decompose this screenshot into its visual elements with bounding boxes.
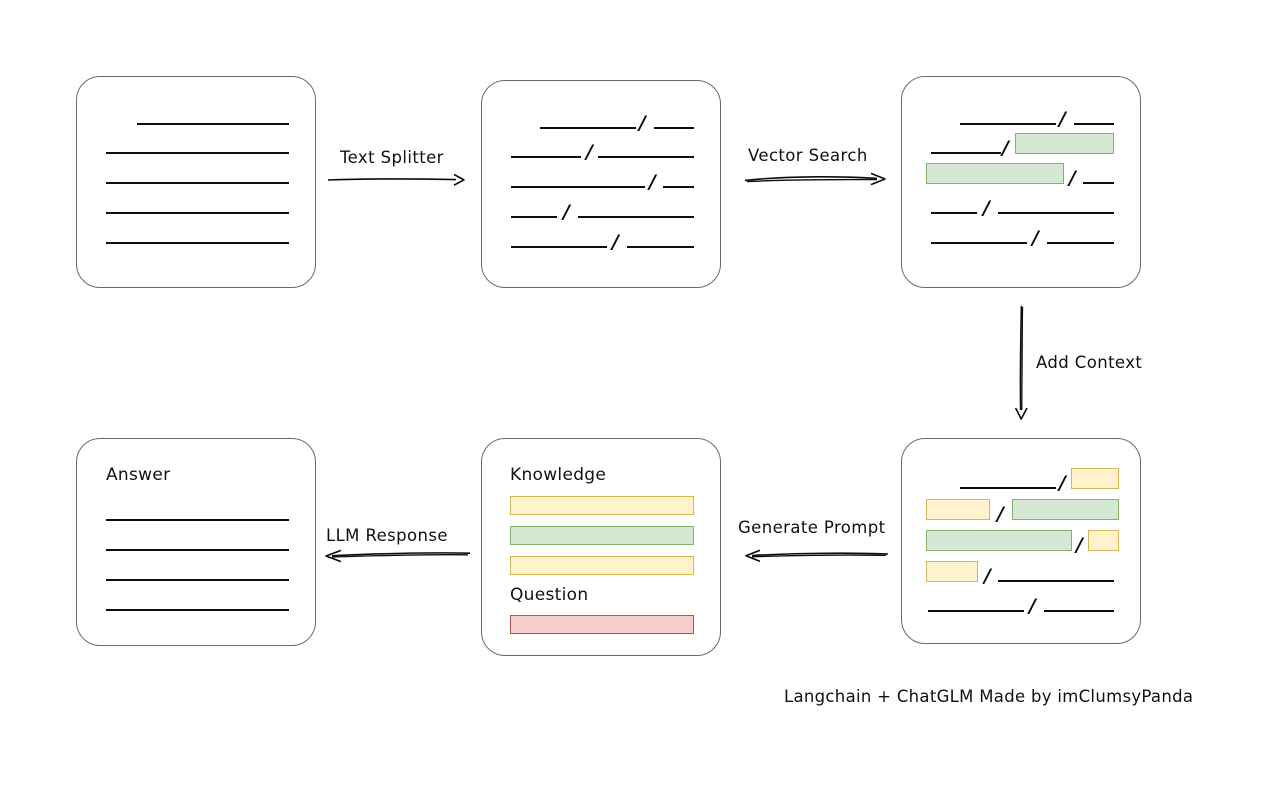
doc-line-segment xyxy=(960,123,1056,125)
slash-separator: / xyxy=(1032,227,1039,249)
answer-box[interactable]: Answer xyxy=(76,438,316,646)
question-bar-red xyxy=(510,615,694,634)
doc-line xyxy=(106,212,289,214)
doc-line-segment xyxy=(1083,182,1114,184)
slash-separator: / xyxy=(563,201,570,223)
doc-line-segment xyxy=(627,246,694,248)
prompt-box[interactable]: Knowledge Question xyxy=(481,438,721,656)
doc-line-segment xyxy=(511,156,581,158)
llm-response-arrow xyxy=(325,549,471,563)
llm-response-label: LLM Response xyxy=(326,526,448,545)
highlight-chip-yellow xyxy=(926,499,990,520)
doc-line xyxy=(106,152,289,154)
doc-line-segment xyxy=(511,216,557,218)
slash-separator: / xyxy=(1059,108,1066,130)
doc-line-segment xyxy=(540,127,636,129)
question-label: Question xyxy=(510,585,589,605)
knowledge-bar-yellow xyxy=(510,556,694,575)
text-splitter-arrow xyxy=(327,173,465,186)
slash-separator: / xyxy=(612,231,619,253)
slash-separator: / xyxy=(639,112,646,134)
slash-separator: / xyxy=(586,141,593,163)
highlight-chip-yellow xyxy=(926,561,978,582)
doc-line-segment xyxy=(960,487,1056,489)
slash-separator: / xyxy=(1029,595,1036,617)
vector-search-label: Vector Search xyxy=(748,146,868,165)
doc-line-segment xyxy=(931,242,1027,244)
doc-line-segment xyxy=(998,580,1114,582)
slash-separator: / xyxy=(983,197,990,219)
vector-search-arrow xyxy=(744,172,886,186)
highlight-chip-green xyxy=(1012,499,1119,520)
doc-line xyxy=(106,182,289,184)
doc-line-segment xyxy=(598,156,694,158)
highlight-chip-green xyxy=(926,163,1064,184)
doc-line-segment xyxy=(578,216,694,218)
answer-line xyxy=(106,519,289,521)
answer-line xyxy=(106,579,289,581)
highlight-chip-yellow xyxy=(1071,468,1119,489)
knowledge-bar-green xyxy=(510,526,694,545)
doc-line-segment xyxy=(511,246,607,248)
knowledge-label: Knowledge xyxy=(510,465,607,485)
doc-line-segment xyxy=(1074,123,1114,125)
doc-line-segment xyxy=(663,186,694,188)
highlight-chip-green xyxy=(926,530,1072,551)
slash-separator: / xyxy=(1076,534,1083,556)
add-context-arrow xyxy=(1014,305,1028,420)
doc-line-segment xyxy=(928,610,1024,612)
doc-line-segment xyxy=(931,212,977,214)
doc-line-segment xyxy=(511,186,645,188)
highlight-chip-green xyxy=(1015,133,1114,154)
slash-separator: / xyxy=(1002,137,1009,159)
doc-line-segment xyxy=(1047,242,1114,244)
slash-separator: / xyxy=(1059,472,1066,494)
doc-line xyxy=(137,123,289,125)
doc-line-segment xyxy=(998,212,1114,214)
generate-prompt-label: Generate Prompt xyxy=(738,518,886,537)
searched-document-box[interactable]: / / / / / xyxy=(901,76,1141,288)
generate-prompt-arrow xyxy=(745,549,889,563)
add-context-label: Add Context xyxy=(1036,353,1143,372)
slash-separator: / xyxy=(997,503,1004,525)
footer-credit: Langchain + ChatGLM Made by imClumsyPand… xyxy=(784,687,1194,706)
doc-line-segment xyxy=(654,127,694,129)
answer-label: Answer xyxy=(106,465,171,485)
context-document-box[interactable]: / / / / / xyxy=(901,438,1141,644)
answer-line xyxy=(106,549,289,551)
doc-line xyxy=(106,242,289,244)
text-splitter-label: Text Splitter xyxy=(340,148,444,167)
source-document-box[interactable] xyxy=(76,76,316,288)
slash-separator: / xyxy=(1069,167,1076,189)
doc-line-segment xyxy=(931,152,1001,154)
knowledge-bar-yellow xyxy=(510,496,694,515)
highlight-chip-yellow xyxy=(1088,530,1119,551)
slash-separator: / xyxy=(649,171,656,193)
doc-line-segment xyxy=(1044,610,1114,612)
answer-line xyxy=(106,609,289,611)
slash-separator: / xyxy=(984,565,991,587)
split-document-box[interactable]: / / / / / xyxy=(481,80,721,288)
